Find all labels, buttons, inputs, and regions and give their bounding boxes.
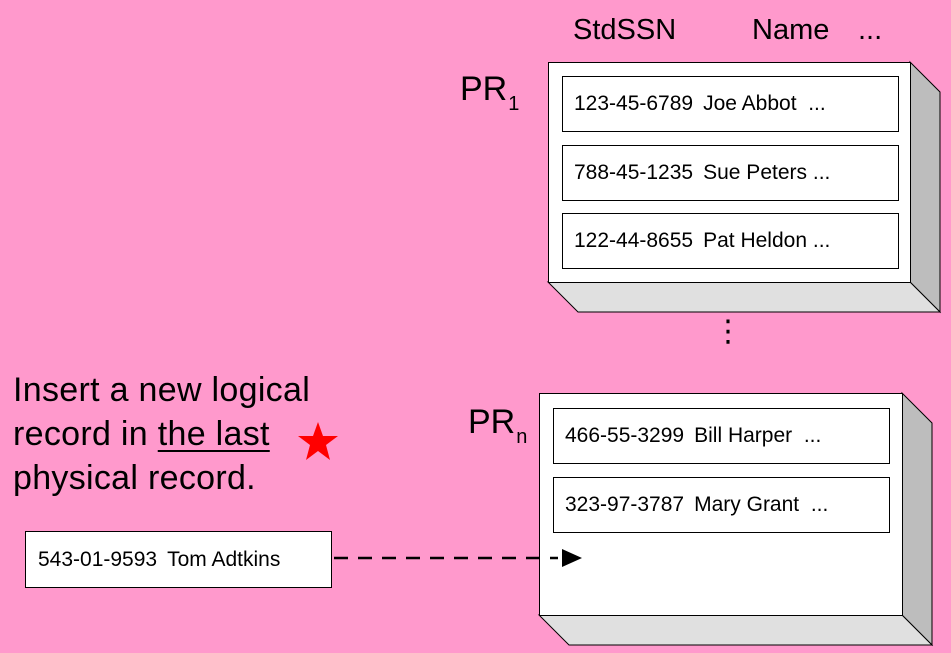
record-row: 788-45-1235 Sue Peters ... (562, 145, 899, 201)
header-name: Name (752, 14, 830, 46)
instruction-text: Insert a new logical record in the last … (13, 368, 310, 500)
record-row: 122-44-8655 Pat Heldon ... (562, 213, 899, 269)
vertical-ellipsis: ⋮ (713, 315, 743, 348)
pr1-label: PR1 (460, 70, 520, 115)
instruction-line-3: physical record. (13, 459, 256, 497)
instruction-line-2: record in the last (13, 415, 270, 453)
instruction-line-1: Insert a new logical (13, 371, 311, 409)
record-row: 123-45-6789 Joe Abbot ... (562, 76, 899, 132)
new-logical-record: 543-01-9593 Tom Adtkins (25, 531, 332, 588)
underlined-phrase: the last (157, 415, 270, 453)
record-row: 466-55-3299 Bill Harper ... (553, 408, 890, 464)
header-stdssn: StdSSN (573, 14, 677, 46)
star-icon (298, 422, 338, 460)
record-row: 323-97-3787 Mary Grant ... (553, 477, 890, 533)
block-3d-edges (537, 391, 934, 647)
header-more: ... (858, 14, 883, 46)
block-3d-edges (546, 60, 942, 314)
prn-label: PRn (468, 403, 528, 448)
insert-arrow (334, 549, 582, 567)
